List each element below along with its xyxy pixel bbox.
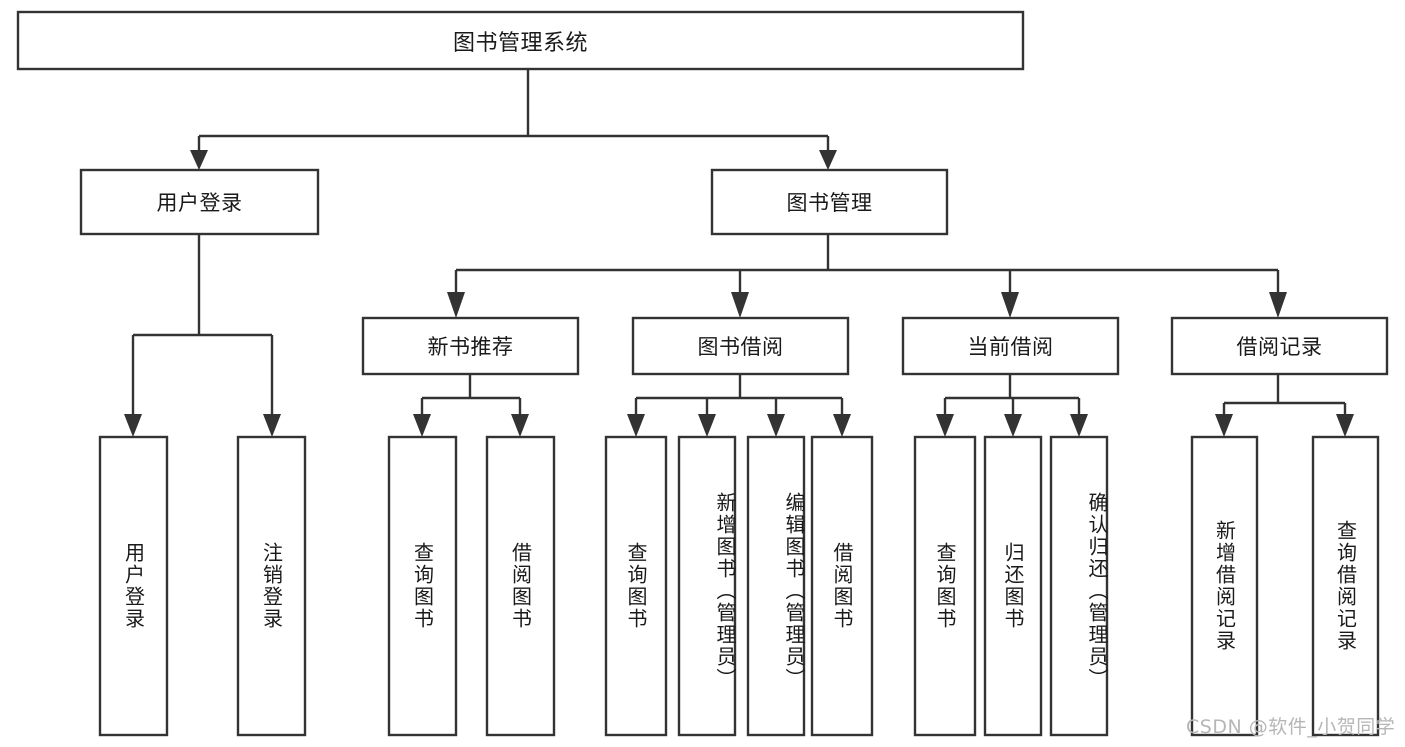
arrow-head-leaf-logout-login <box>263 414 281 437</box>
node-box-leaf-add-borrow-record[interactable] <box>1190 435 1259 737</box>
node-box-current-borrow[interactable] <box>901 316 1120 376</box>
arrow-head-new-book-recommend <box>447 292 465 318</box>
arrow-head-user-login <box>190 150 208 170</box>
arrow-head-leaf-query-book-2 <box>627 414 645 437</box>
arrow-head-leaf-add-book-admin <box>698 414 716 437</box>
node-box-book-borrow[interactable] <box>631 316 850 376</box>
node-box-leaf-logout-login[interactable] <box>236 435 307 737</box>
arrow-head-leaf-borrow-book-1 <box>511 414 529 437</box>
arrow-head-leaf-edit-book-admin <box>767 414 785 437</box>
node-box-new-book-recommend[interactable] <box>361 316 580 376</box>
node-box-book-management[interactable] <box>710 168 949 236</box>
arrow-head-leaf-confirm-return-admin <box>1070 414 1088 437</box>
node-box-leaf-query-book-1[interactable] <box>387 435 458 737</box>
node-box-borrow-record[interactable] <box>1170 316 1389 376</box>
arrow-head-leaf-query-book-1 <box>413 414 431 437</box>
arrow-head-leaf-query-borrow-record <box>1336 414 1354 437</box>
node-box-leaf-add-book-admin[interactable] <box>677 435 737 737</box>
arrow-head-book-management <box>819 150 837 170</box>
arrow-head-leaf-user-login <box>124 414 142 437</box>
node-box-leaf-query-book-3[interactable] <box>913 435 977 737</box>
node-box-user-login[interactable] <box>79 168 320 236</box>
node-box-leaf-return-book[interactable] <box>983 435 1043 737</box>
arrow-head-borrow-record <box>1269 292 1287 318</box>
node-box-leaf-user-login[interactable] <box>98 435 169 737</box>
node-box-leaf-edit-book-admin[interactable] <box>746 435 806 737</box>
arrow-head-leaf-borrow-book-2 <box>833 414 851 437</box>
arrow-head-book-borrow <box>731 292 749 318</box>
arrow-head-leaf-add-borrow-record <box>1215 414 1233 437</box>
arrow-head-leaf-query-book-3 <box>936 414 954 437</box>
node-box-root[interactable] <box>16 10 1025 71</box>
node-box-leaf-borrow-book-2[interactable] <box>810 435 874 737</box>
node-box-leaf-query-borrow-record[interactable] <box>1311 435 1380 737</box>
arrow-head-leaf-return-book <box>1004 414 1022 437</box>
node-box-leaf-query-book-2[interactable] <box>604 435 668 737</box>
node-box-leaf-confirm-return-admin[interactable] <box>1049 435 1109 737</box>
watermark-text: CSDN @软件_小贺同学 <box>1186 716 1396 738</box>
node-box-leaf-borrow-book-1[interactable] <box>485 435 556 737</box>
arrow-head-current-borrow <box>1001 292 1019 318</box>
